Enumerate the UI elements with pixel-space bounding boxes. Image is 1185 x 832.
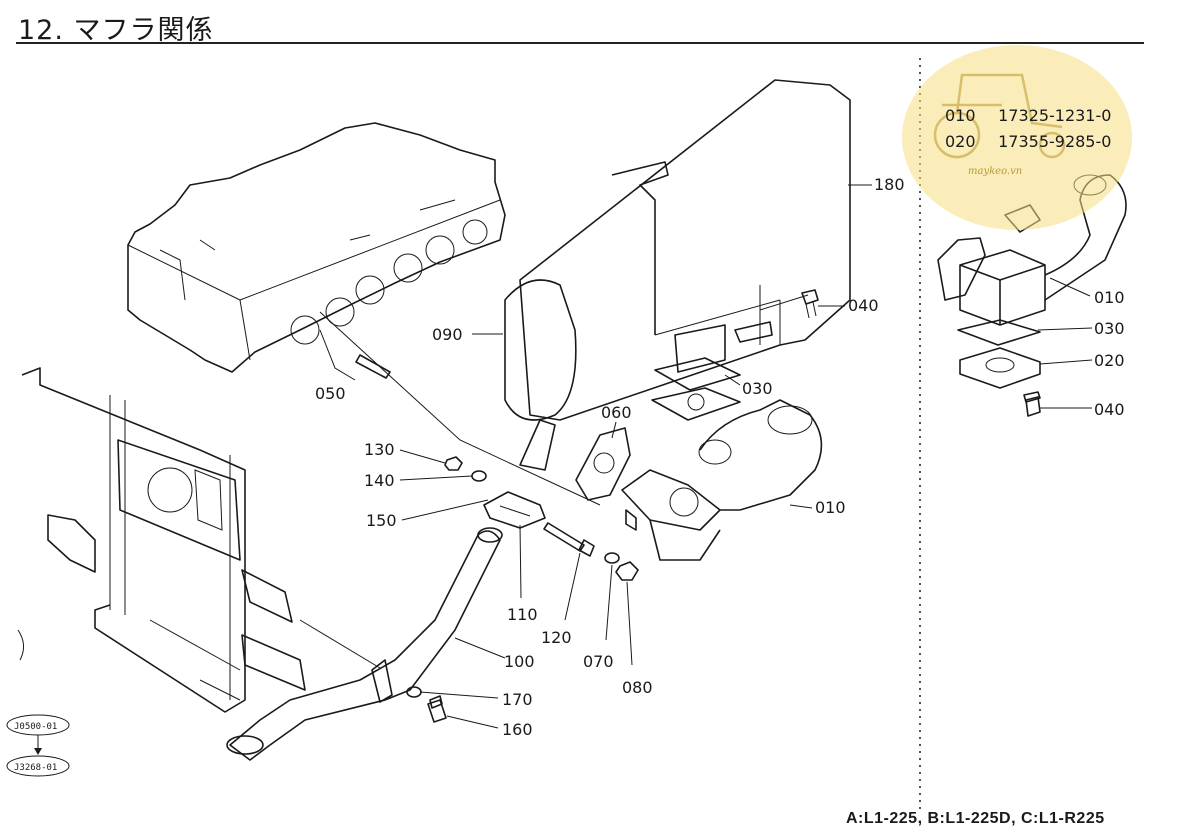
callout-120: 120 xyxy=(541,628,572,647)
callout-070: 070 xyxy=(583,652,614,671)
leader-lines xyxy=(37,184,1093,752)
callout-inset-040: 040 xyxy=(1094,400,1125,419)
gasket-060-part xyxy=(575,427,631,501)
callout-inset-020: 020 xyxy=(1094,351,1125,370)
ref-tag-top: J0500-01 xyxy=(6,714,70,736)
cylinder-head-part xyxy=(127,122,506,373)
callout-170: 170 xyxy=(502,690,533,709)
callout-040: 040 xyxy=(848,296,879,315)
callout-100: 100 xyxy=(504,652,535,671)
ref-tag-bottom: J3268-01 xyxy=(6,755,70,777)
watermark-text: maykeo.vn xyxy=(968,166,1023,177)
callout-030: 030 xyxy=(742,379,773,398)
inset-gasket-030-part xyxy=(957,319,1041,346)
inset-part-code: 020 xyxy=(945,132,976,151)
exhaust-manifold-010-part xyxy=(621,399,823,561)
callout-150: 150 xyxy=(366,511,397,530)
inset-flange-020-part xyxy=(959,347,1041,389)
callout-160: 160 xyxy=(502,720,533,739)
callout-010: 010 xyxy=(815,498,846,517)
callout-090: 090 xyxy=(432,325,463,344)
inset-part-table: 010 17325-1231-0 020 17355-9285-0 xyxy=(945,103,1111,155)
watermark-logo xyxy=(902,45,1132,230)
inset-part-code: 010 xyxy=(945,106,976,125)
callout-050: 050 xyxy=(315,384,346,403)
callout-inset-030: 030 xyxy=(1094,319,1125,338)
washer-140-part xyxy=(471,470,487,482)
page-title: 12. マフラ関係 xyxy=(18,15,214,46)
scan-mark xyxy=(17,629,24,661)
callout-140: 140 xyxy=(364,471,395,490)
ref-tag-top-text: J0500-01 xyxy=(14,722,57,732)
clamp-110-part xyxy=(483,491,546,529)
inset-part-number: 17355-9285-0 xyxy=(998,132,1112,151)
callout-130: 130 xyxy=(364,440,395,459)
nut-130-part xyxy=(444,456,463,471)
frame-bracket-part xyxy=(21,367,306,713)
callout-060: 060 xyxy=(601,403,632,422)
inset-part-row: 020 17355-9285-0 xyxy=(945,129,1111,155)
bolt-040-main-part xyxy=(801,289,819,319)
callout-180: 180 xyxy=(874,175,905,194)
exhaust-pipe-100-part xyxy=(226,527,503,761)
arrow-down-icon xyxy=(34,748,42,755)
ref-tag-bottom-text: J3268-01 xyxy=(14,763,57,773)
callout-110: 110 xyxy=(507,605,538,624)
washer-070-part xyxy=(604,552,620,564)
bolt-160-part xyxy=(427,695,447,723)
gasket-030-part xyxy=(651,357,741,421)
muffler-part xyxy=(504,79,851,471)
nut-080-part xyxy=(615,561,639,581)
model-legend: A:L1-225, B:L1-225D, C:L1-R225 xyxy=(846,810,1105,827)
inset-part-row: 010 17325-1231-0 xyxy=(945,103,1111,129)
tractor-logo-icon xyxy=(933,73,1066,159)
inset-part-number: 17325-1231-0 xyxy=(998,106,1112,125)
inset-bolt-040-part xyxy=(1023,391,1041,417)
callout-080: 080 xyxy=(622,678,653,697)
callout-inset-010: 010 xyxy=(1094,288,1125,307)
washer-170-part xyxy=(406,686,422,698)
bolt-120-part xyxy=(543,522,595,557)
stud-bolt-050-part xyxy=(355,354,391,379)
title-divider xyxy=(16,42,1144,44)
